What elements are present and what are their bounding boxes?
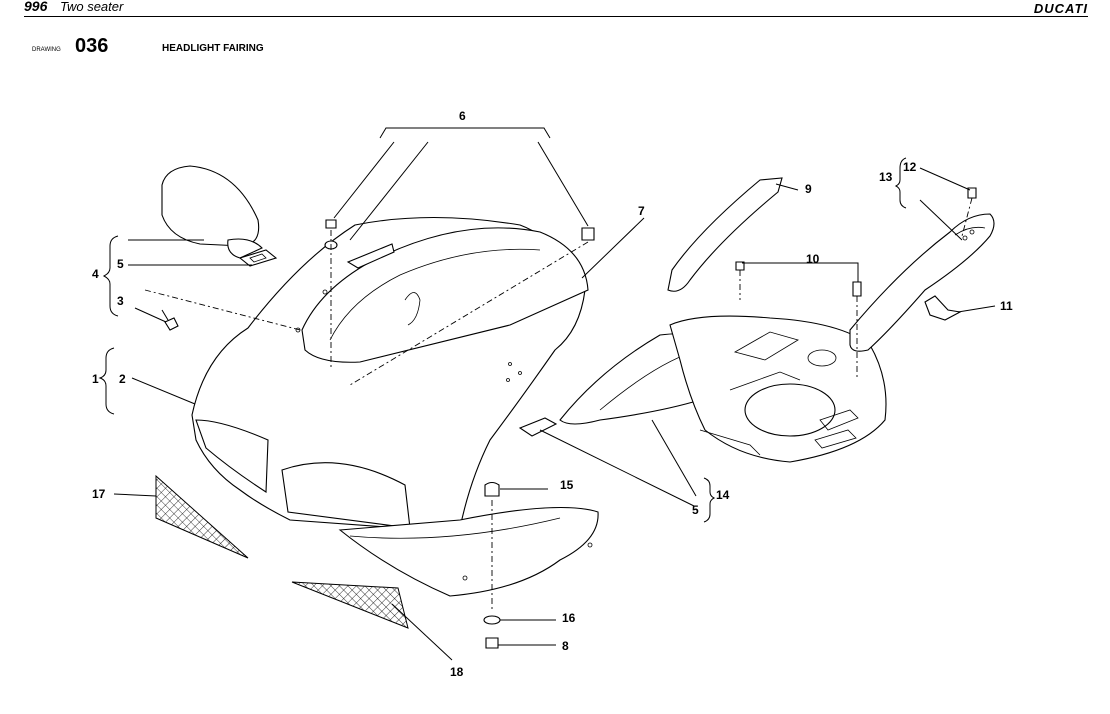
mirror-part <box>161 165 278 267</box>
drawing-title: HEADLIGHT FAIRING <box>162 43 264 54</box>
model-number: 996 <box>24 0 48 14</box>
callout-5-upper: 5 <box>117 257 124 271</box>
callout-15: 15 <box>560 478 574 492</box>
inner-fairing-panel <box>669 315 887 463</box>
mesh-grille-18 <box>291 581 409 629</box>
callout-3: 3 <box>117 294 124 308</box>
mesh-grille-17 <box>155 474 249 559</box>
brand-logo: DUCATI <box>1033 1 1088 16</box>
side-bracket-13 <box>849 213 995 352</box>
callout-9: 9 <box>805 182 812 196</box>
callout-7: 7 <box>638 204 645 218</box>
callout-labels: 6 7 9 10 11 12 13 4 5 3 1 2 17 18 15 16 … <box>92 109 1013 679</box>
leader-lines <box>98 127 996 661</box>
windscreen-screws <box>144 219 595 386</box>
mirror-bolt <box>161 309 179 331</box>
callout-5-lower: 5 <box>692 503 699 517</box>
clip-11 <box>924 295 962 321</box>
drawing-number: 036 <box>75 35 109 57</box>
page-header: 996 Two seater DUCATI <box>0 0 1110 18</box>
callout-13: 13 <box>879 170 893 184</box>
callout-16: 16 <box>562 611 576 625</box>
callout-17: 17 <box>92 487 106 501</box>
model-subtitle: Two seater <box>60 0 124 14</box>
callout-10: 10 <box>806 252 820 266</box>
callout-14: 14 <box>716 488 730 502</box>
callout-11: 11 <box>1000 299 1013 313</box>
callout-8: 8 <box>562 639 569 653</box>
callout-12: 12 <box>903 160 917 174</box>
headlight-fairing-body <box>191 216 599 597</box>
callout-1: 1 <box>92 372 99 386</box>
fastener-stack <box>483 481 501 649</box>
windscreen-bracket <box>346 243 395 269</box>
callout-2: 2 <box>119 372 126 386</box>
callout-4: 4 <box>92 267 99 281</box>
callout-6: 6 <box>459 109 466 123</box>
support-arm-9 <box>667 177 783 292</box>
screws-10-12 <box>735 187 977 380</box>
header-divider <box>24 16 1088 17</box>
drawing-label: DRAWING <box>32 47 61 53</box>
callout-18: 18 <box>450 665 464 679</box>
